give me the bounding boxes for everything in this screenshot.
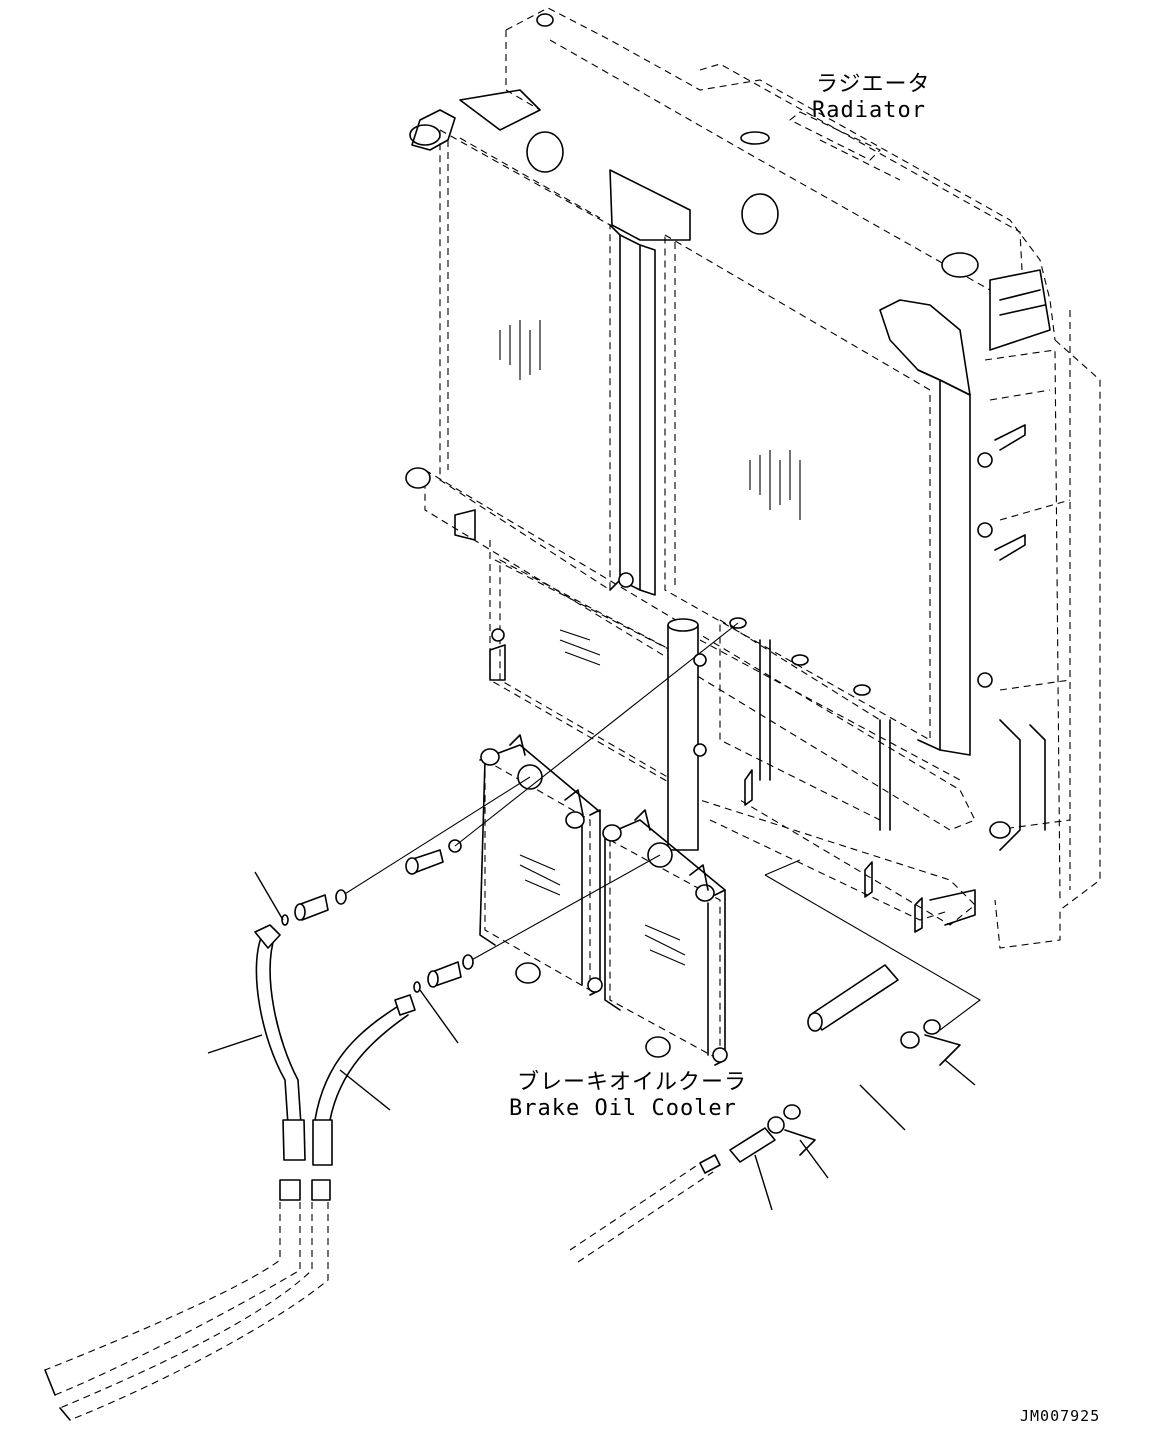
- coolant-hose-assembly: [569, 964, 961, 1263]
- hose-left: [254, 924, 306, 1161]
- explode-lines: [339, 622, 981, 1031]
- drawing-id: JM007925: [1020, 1407, 1100, 1425]
- label-radiator: ラジエータ Radiator: [812, 72, 931, 123]
- label-brake-oil-cooler: ブレーキオイルクーラ Brake Oil Cooler: [509, 1070, 747, 1121]
- cooler-label-jp: ブレーキオイルクーラ: [517, 1070, 747, 1095]
- radiator-label-en: Radiator: [812, 98, 926, 123]
- hose-right: [312, 994, 416, 1166]
- radiator-label-jp: ラジエータ: [816, 72, 931, 97]
- fittings: [281, 889, 474, 993]
- mounting-bolt: [405, 839, 462, 875]
- brake-oil-cooler-right: [602, 809, 728, 1066]
- brake-oil-cooler-left: [479, 734, 603, 996]
- cooler-label-en: Brake Oil Cooler: [509, 1096, 737, 1121]
- leader-lines: [207, 871, 976, 1211]
- lower-pipes: [44, 1179, 331, 1421]
- radiator-assembly: [405, 7, 1101, 949]
